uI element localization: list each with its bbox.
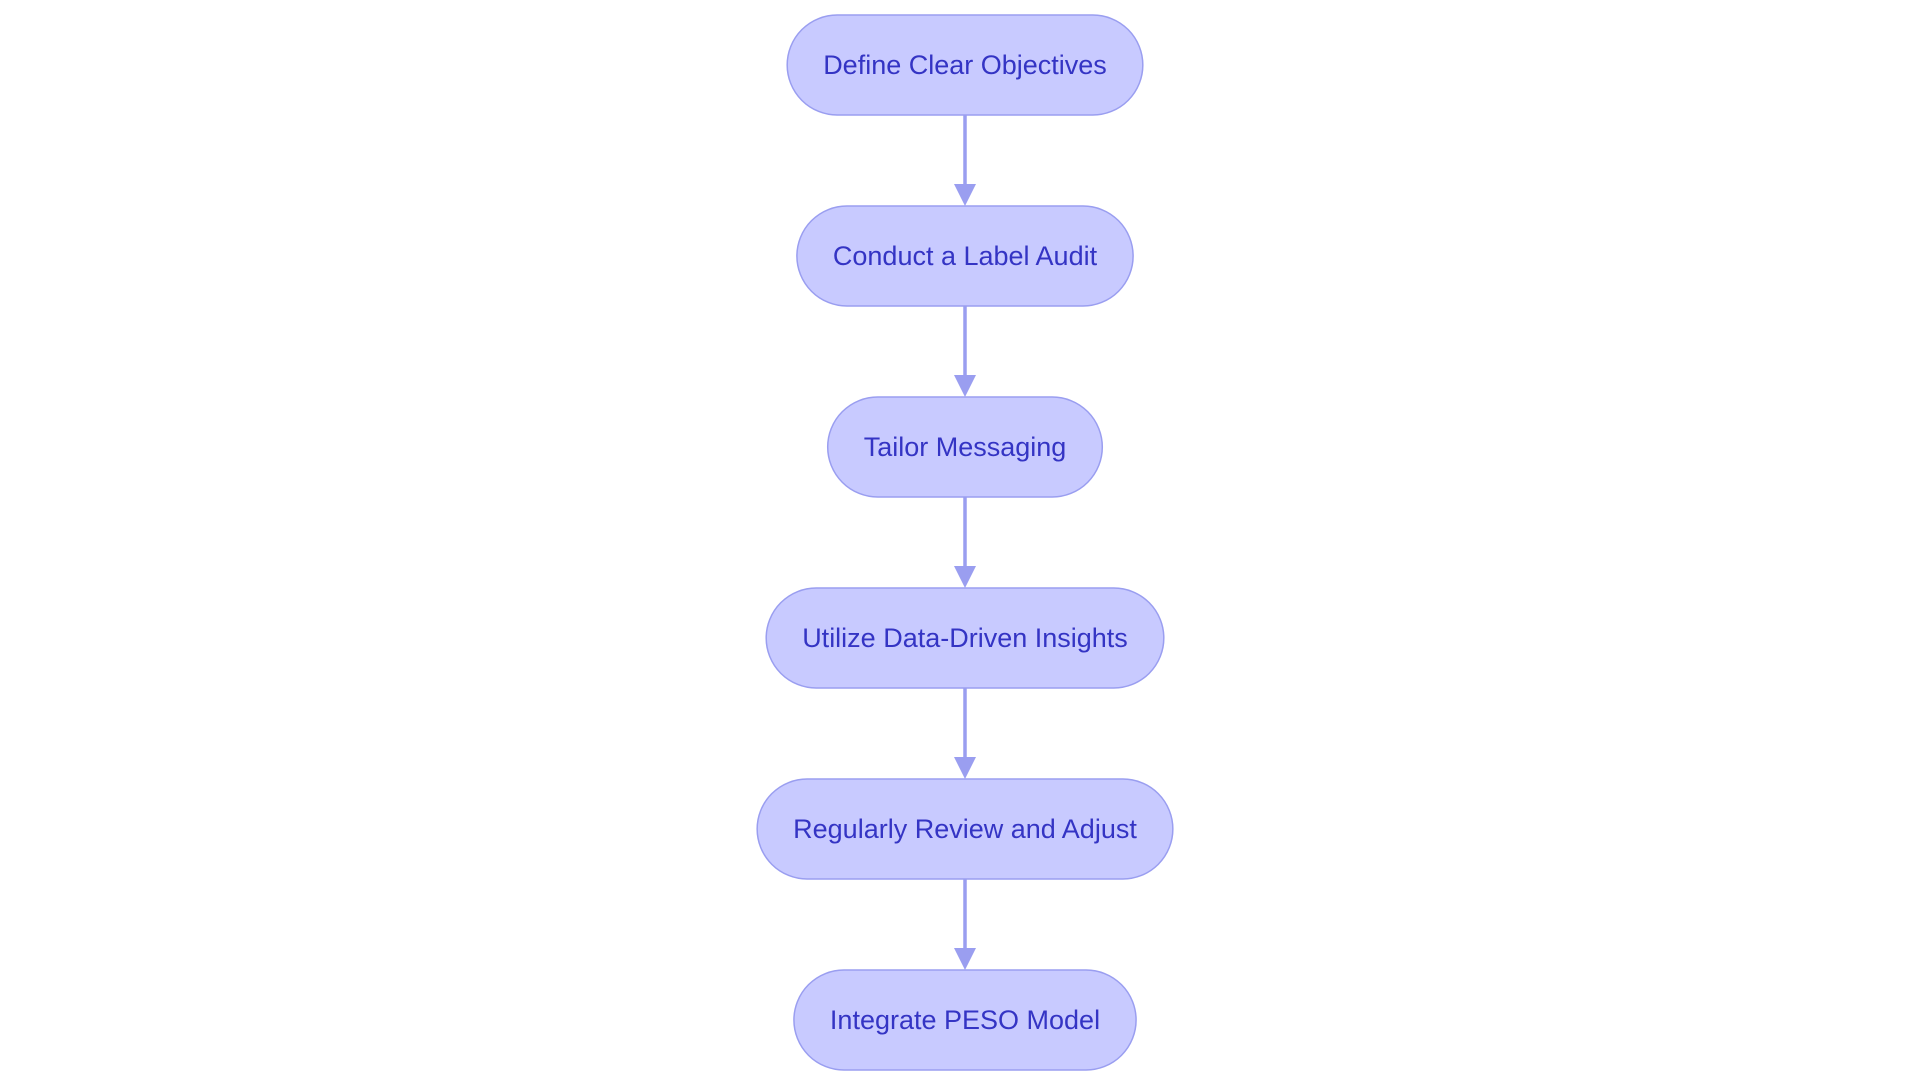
node-shape xyxy=(796,205,1134,307)
arrowhead-icon xyxy=(954,948,976,970)
node-label: Tailor Messaging xyxy=(864,432,1067,462)
arrowhead-icon xyxy=(954,757,976,779)
edges-layer xyxy=(954,115,976,970)
arrowhead-icon xyxy=(954,566,976,588)
node-label: Utilize Data-Driven Insights xyxy=(802,623,1128,653)
node-conduct-a-label-audit: Conduct a Label Audit xyxy=(796,205,1134,307)
arrowhead-icon xyxy=(954,375,976,397)
node-shape xyxy=(756,778,1174,880)
edge-n1-to-n2 xyxy=(954,115,976,206)
node-label: Regularly Review and Adjust xyxy=(793,814,1137,844)
node-integrate-peso-model: Integrate PESO Model xyxy=(793,969,1137,1071)
edge-n4-to-n5 xyxy=(954,688,976,779)
edge-n3-to-n4 xyxy=(954,497,976,588)
node-shape xyxy=(793,969,1137,1071)
node-define-clear-objectives: Define Clear Objectives xyxy=(786,14,1144,116)
node-shape xyxy=(765,587,1165,689)
node-label: Integrate PESO Model xyxy=(830,1005,1100,1035)
node-utilize-data-driven-insights: Utilize Data-Driven Insights xyxy=(765,587,1165,689)
edge-n5-to-n6 xyxy=(954,879,976,970)
arrowhead-icon xyxy=(954,184,976,206)
node-label: Conduct a Label Audit xyxy=(833,241,1098,271)
node-shape xyxy=(826,396,1104,498)
node-shape xyxy=(786,14,1144,116)
node-label: Define Clear Objectives xyxy=(823,50,1107,80)
node-regularly-review-and-adjust: Regularly Review and Adjust xyxy=(756,778,1174,880)
node-tailor-messaging: Tailor Messaging xyxy=(826,396,1104,498)
edge-n2-to-n3 xyxy=(954,306,976,397)
